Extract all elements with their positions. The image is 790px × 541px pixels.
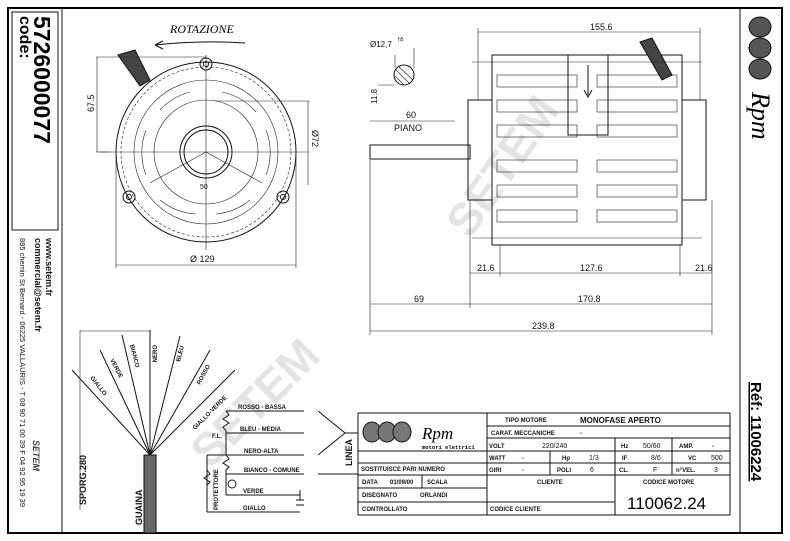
- rpm-logo-text: Rpm: [746, 91, 775, 140]
- volt-label: VOLT: [489, 444, 505, 450]
- title-block: Rpm motori elettrici SOSTITUISCE PARI NU…: [357, 412, 731, 516]
- vc-label: VC: [688, 456, 697, 462]
- dim-body-length: 127.6: [580, 263, 603, 273]
- title-block-logo: [362, 421, 412, 443]
- dim-shaft-length: 69: [414, 294, 424, 304]
- date-value: 01/09/00: [390, 480, 414, 486]
- side-view: Ø12,7 h5 11.8 60 PIANO 155.6: [369, 22, 713, 335]
- sheath: [143, 454, 157, 534]
- replaces-label: SOSTITUISCE PARI NUMERO: [361, 467, 445, 473]
- poles-label: POLI: [557, 468, 571, 474]
- lead-length: SPORG.280: [78, 455, 88, 505]
- wire-label: BIANCO: [128, 344, 140, 369]
- if-value: 8/6: [651, 455, 661, 462]
- flat-length: 60: [406, 110, 416, 120]
- hp-label: Hp: [562, 456, 570, 462]
- wire-label: GIALLO: [88, 376, 107, 398]
- right-strip: Rpm Réf: 11006224: [746, 16, 775, 482]
- hp-value: 1/3: [589, 455, 599, 462]
- poles-value: 6: [590, 467, 594, 474]
- shaft-section: [393, 64, 415, 86]
- motor-type-value: MONOFASE APERTO: [580, 416, 661, 425]
- watt-label: WATT: [489, 456, 506, 462]
- code-box: [11, 11, 59, 231]
- title-logo-sub: motori elettrici: [422, 444, 476, 451]
- address: 885 chemin St Bernard - 06225 VALLAURIS …: [18, 238, 27, 507]
- setem-logo: SETEM: [31, 440, 41, 472]
- vc-value: 500: [711, 455, 723, 462]
- dim-total-length: 239.8: [532, 321, 555, 331]
- left-strip: code: 5726000077 www.setem.fr commercial…: [11, 11, 59, 507]
- rpm-coil-logo: [748, 16, 772, 80]
- code-label: code:: [16, 16, 33, 59]
- sheet-border: [7, 7, 783, 534]
- rpm-label: GIRI: [489, 468, 502, 474]
- class-value: F: [653, 467, 657, 474]
- if-label: IF: [622, 456, 628, 462]
- dim-motor-length: 170.8: [578, 294, 601, 304]
- watt-value: -: [522, 456, 524, 462]
- rotation-arrow-icon: [154, 40, 246, 50]
- amp-value: -: [712, 444, 714, 450]
- email: commercial@setem.fr: [33, 238, 43, 332]
- motor-code-value: 110062.24: [627, 494, 706, 513]
- dim-flange-left: 21.6: [477, 263, 495, 273]
- client-code-label: CODICE CLIENTE: [490, 507, 541, 513]
- speeds-label: n°VEL.: [676, 468, 696, 474]
- schematic-label: BIANCO - COMUNE: [244, 468, 300, 474]
- schematic-label: VERDE: [243, 489, 264, 495]
- schematic-label: ROSSO - BASSA: [238, 405, 287, 411]
- dim-center: 50: [200, 184, 208, 191]
- dim-height: 67.5: [86, 94, 96, 112]
- dim-flange-right: 21.6: [695, 263, 713, 273]
- wire-label: VERDE: [108, 358, 123, 379]
- hz-value: 50/60: [643, 443, 661, 450]
- flat-label: PIANO: [394, 123, 422, 133]
- fl-label: F.L.: [212, 434, 222, 440]
- wire-label: ROSSO: [196, 364, 212, 386]
- front-view: ROTAZIONE 67.5 Ø72 50 Ø 129: [86, 22, 320, 268]
- flat-depth: 11.8: [370, 88, 379, 104]
- volt-value: 220/240: [542, 443, 567, 450]
- title-logo-text: Rpm: [421, 424, 453, 443]
- schematic-label: GIALLO: [243, 506, 266, 512]
- rotation-label: ROTAZIONE: [169, 22, 234, 36]
- wire-label: BLEU: [176, 345, 186, 362]
- checked-label: CONTROLLATO: [362, 507, 408, 513]
- scale-label: SCALA: [427, 480, 448, 486]
- mech-value: -: [580, 431, 582, 437]
- speeds-value: 3: [714, 467, 718, 474]
- class-label: CL.: [619, 468, 629, 474]
- line-label: LINEA: [344, 438, 354, 466]
- rpm-value: -: [522, 468, 524, 474]
- shaft-tolerance: h5: [398, 37, 404, 43]
- dim-inner-diameter: Ø72: [310, 130, 320, 147]
- drawn-label: DISEGNATO: [362, 493, 397, 499]
- amp-label: AMP.: [679, 444, 694, 450]
- hz-label: Hz: [621, 444, 628, 450]
- overall-width: 155.6: [590, 22, 613, 32]
- dim-outer-diameter: Ø 129: [190, 254, 215, 264]
- shaft-diameter: Ø12,7: [370, 40, 392, 49]
- motor-type-label: TIPO MOTORE: [505, 418, 547, 424]
- client-label: CLIENTE: [537, 480, 563, 486]
- cable-exit: [117, 49, 151, 87]
- protector-label: PROTETTORE: [214, 469, 220, 510]
- schematic-label: BLEU - MEDIA: [240, 427, 282, 433]
- date-label: DATA: [362, 480, 378, 486]
- sheath-label: GUAINA: [134, 489, 144, 525]
- wire-label: NERO: [153, 345, 159, 363]
- schematic-label: NERO-ALTA: [244, 449, 279, 455]
- mech-label: CARAT. MECCANICHE: [491, 431, 555, 437]
- drawn-value: ORLANDI: [420, 493, 448, 499]
- motor-code-label: CODICE MOTORE: [643, 480, 694, 486]
- code-value: 5726000077: [29, 16, 55, 144]
- website: www.setem.fr: [44, 237, 54, 297]
- reference-number: Réf: 11006224: [747, 382, 764, 482]
